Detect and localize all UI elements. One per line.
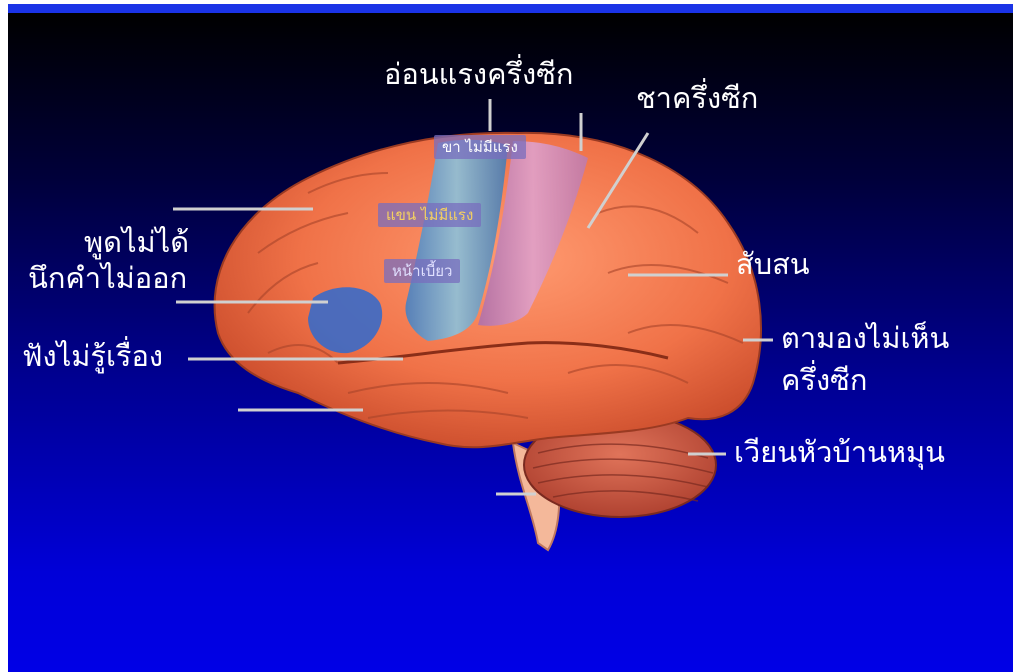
label-confused: สับสน: [736, 247, 810, 281]
label-hemianopia-1: ตามองไม่เห็น: [781, 321, 949, 355]
label-numb-half: ชาครึ่งซีก: [636, 81, 758, 115]
label-no-comprehension: ฟังไม่รู้เรื่อง: [22, 339, 163, 373]
label-cannot-speak-1: พูดไม่ได้: [84, 225, 189, 259]
label-cannot-speak-2: นึกคำไม่ออก: [28, 261, 187, 295]
label-hemianopia-2: ครึ่งซีก: [781, 363, 867, 397]
leg-weak-tag: ขา ไม่มีแรง: [434, 135, 526, 159]
slide-stage: ขา ไม่มีแรง แขน ไม่มีแรง หน้าเบี้ยว อ่อน…: [8, 13, 1013, 672]
arm-weak-tag: แขน ไม่มีแรง: [378, 203, 481, 227]
slide-top-bar: [8, 4, 1013, 13]
label-vertigo: เวียนหัวบ้านหมุน: [734, 435, 945, 469]
face-droop-tag: หน้าเบี้ยว: [384, 259, 460, 283]
label-weakness-half: อ่อนแรงครึ่งซีก: [384, 57, 573, 91]
